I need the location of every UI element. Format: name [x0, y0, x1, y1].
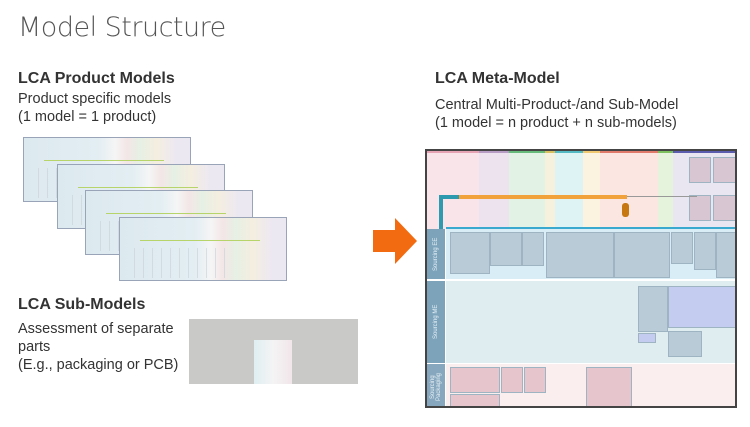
sub-models-desc-1: Assessment of separate	[18, 321, 174, 337]
product-models-desc-1: Product specific models	[18, 91, 172, 107]
meta-model-desc-1: Central Multi-Product-/and Sub-Model	[435, 97, 679, 113]
product-models-desc-2: (1 model = 1 product)	[18, 109, 157, 125]
meta-model-desc-2: (1 model = n product + n sub-models)	[435, 115, 677, 131]
product-model-thumbnail	[119, 217, 287, 281]
arrow-right-icon	[373, 218, 417, 264]
meta-model-heading: LCA Meta-Model	[435, 70, 560, 87]
sub-models-heading: LCA Sub-Models	[18, 296, 146, 313]
sub-model-thumbnail	[189, 319, 358, 384]
section-label-sourcing-packaging: Sourcing Packaging	[427, 364, 445, 406]
section-label-sourcing-me: Sourcing ME	[427, 281, 445, 363]
sub-models-desc-3: (E.g., packaging or PCB)	[18, 357, 179, 373]
page-title: Model Structure	[18, 12, 226, 43]
product-models-heading: LCA Product Models	[18, 70, 175, 87]
section-label-sourcing-ee: Sourcing EE	[427, 229, 445, 279]
meta-model-diagram: Sourcing EE Sourcing ME Sourcing Packagi…	[425, 149, 737, 408]
sub-models-desc-2: parts	[18, 339, 51, 355]
